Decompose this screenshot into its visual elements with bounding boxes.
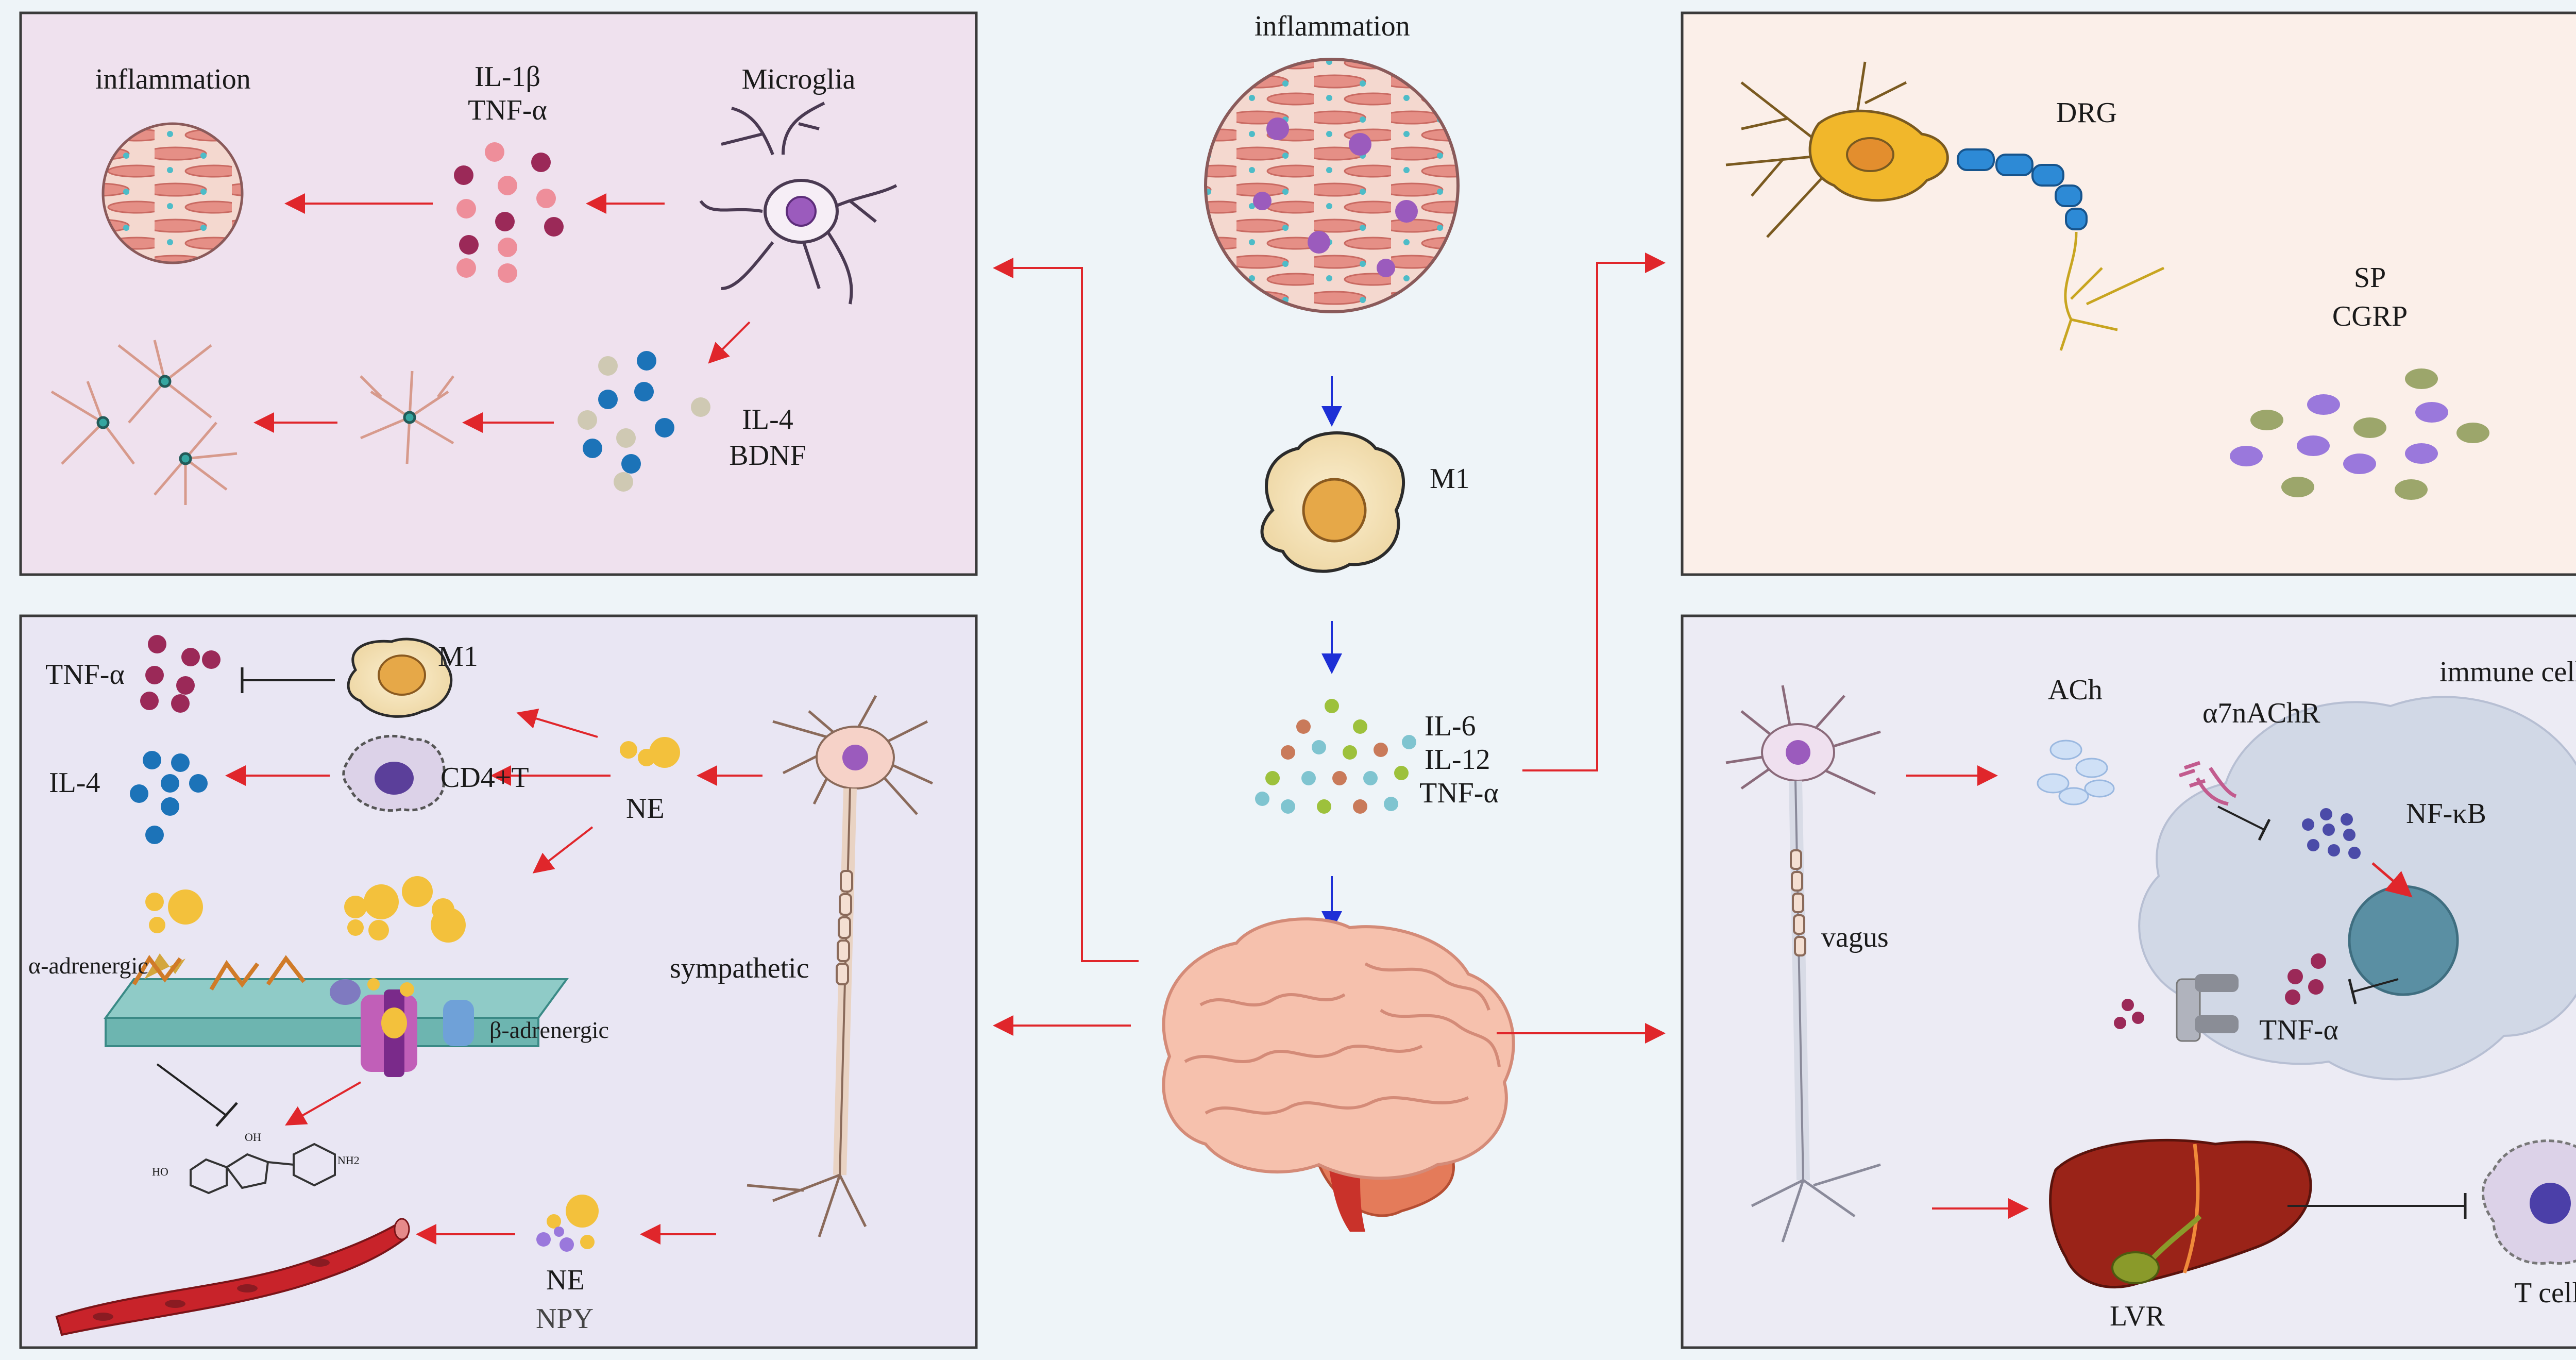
immune-cell [2138, 696, 2576, 1081]
bl-m1-cell [347, 637, 453, 718]
nfkb-dots [2302, 808, 2361, 859]
tr-drg-label: DRG [2056, 97, 2117, 129]
inhibit-bar-alpha [215, 1102, 238, 1127]
arrow-brain-to-top-left [993, 258, 1139, 962]
tr-sp-label: SP [2353, 262, 2386, 294]
ne-dots [620, 737, 680, 768]
blood-vessel [55, 1218, 410, 1336]
bl-cd4-label: CD4+T [440, 762, 529, 794]
m1-macrophage [1260, 431, 1405, 573]
br-vagus-label: vagus [1821, 921, 1889, 953]
sp-cgrp-dots [2230, 368, 2489, 500]
liver [2049, 1138, 2312, 1289]
bl-ne-label: NE [626, 793, 665, 825]
bl-npy-label: NPY [536, 1303, 594, 1335]
camp-nh2-label: NH2 [337, 1154, 360, 1167]
drg-neuron [1725, 61, 2165, 351]
bl-vessel-ne-label: NE [546, 1264, 585, 1296]
cell-membrane [104, 953, 569, 1077]
t-cell [2481, 1139, 2576, 1265]
center-il12-label: IL-12 [1425, 744, 1490, 776]
bl-tnf-label: TNF-α [45, 659, 125, 691]
br-tnf-dots [2114, 953, 2326, 1029]
tnf-receptor [2176, 974, 2239, 1042]
center-inflammation-tissue [1204, 58, 1460, 313]
bl-cd4-cell [342, 734, 446, 812]
bl-m1-label: M1 [438, 641, 478, 673]
camp-ho-label: HO [152, 1165, 168, 1178]
bl-il4-dots [130, 751, 208, 844]
bl-alpha-label: α-adrenergic [28, 952, 148, 979]
br-nfkb-label: NF-κB [2406, 798, 2486, 830]
bl-sympathetic-label: sympathetic [670, 952, 809, 984]
camp-oh-label: OH [245, 1131, 261, 1144]
neuron-network [50, 340, 238, 505]
beta-receptor [361, 989, 474, 1077]
br-ach-label: ACh [2048, 674, 2103, 706]
center-inflammation-label: inflammation [1255, 10, 1410, 42]
arrow-beta-to-camp [285, 1081, 361, 1126]
arrow-nfkb-to-nucleus [2371, 862, 2413, 898]
center-il6-label: IL-6 [1425, 710, 1476, 742]
ne-npy-dots [536, 1195, 599, 1252]
inhibit-nucleus-tnf [2351, 978, 2399, 993]
inhibit-receptor-nfkb [2217, 805, 2265, 831]
arrow-microglia-to-il4 [708, 321, 751, 364]
panel-top-right [1681, 11, 2576, 576]
tl-inflammation-label: inflammation [95, 63, 251, 95]
arrow-ne-to-membrane [532, 826, 594, 874]
vagus-neuron [1725, 685, 1881, 1243]
br-immune-cell-label: immune cell [2439, 656, 2576, 688]
center-tnf-label: TNF-α [1419, 777, 1499, 809]
tl-il1b-label: IL-1β [474, 61, 540, 93]
br-tcell-label: T cell [2514, 1277, 2576, 1309]
il4-bdnf-dots [578, 351, 710, 492]
tl-inflammation-tissue [101, 122, 244, 264]
il1b-tnf-dots [454, 142, 564, 283]
inhibit-bar-nfkb [2258, 818, 2271, 841]
inhibit-alpha [156, 1063, 228, 1117]
tl-bdnf-label: BDNF [729, 440, 806, 472]
tl-microglia-label: Microglia [741, 63, 856, 95]
sympathetic-neuron [747, 695, 934, 1237]
microglia-cell [699, 102, 897, 305]
bl-il4-label: IL-4 [49, 767, 100, 799]
arrow-cytokines-to-top-right [1522, 253, 1666, 771]
tr-cgrp-label: CGRP [2332, 300, 2408, 332]
center-cytokine-dots [1255, 699, 1416, 814]
ach-dots [2037, 740, 2115, 805]
bl-tnf-dots [140, 635, 221, 713]
tl-il4-label: IL-4 [742, 404, 793, 435]
camp-structure [190, 1143, 336, 1195]
br-lvr-label: LVR [2110, 1300, 2165, 1332]
released-ne-dots [145, 876, 466, 943]
a7nachr-receptor [2178, 761, 2237, 806]
br-receptor-label: α7nAChR [2202, 697, 2320, 729]
bl-beta-label: β-adrenergic [489, 1017, 609, 1043]
brain [1162, 917, 1515, 1232]
br-tnf-label: TNF-α [2259, 1014, 2338, 1046]
tl-tnf-label: TNF-α [468, 94, 547, 126]
arrow-ne-to-m1 [516, 709, 598, 738]
inhibit-bar-tnf-br [2348, 979, 2357, 1004]
small-neuron [360, 371, 454, 464]
center-m1-label: M1 [1430, 463, 1470, 495]
